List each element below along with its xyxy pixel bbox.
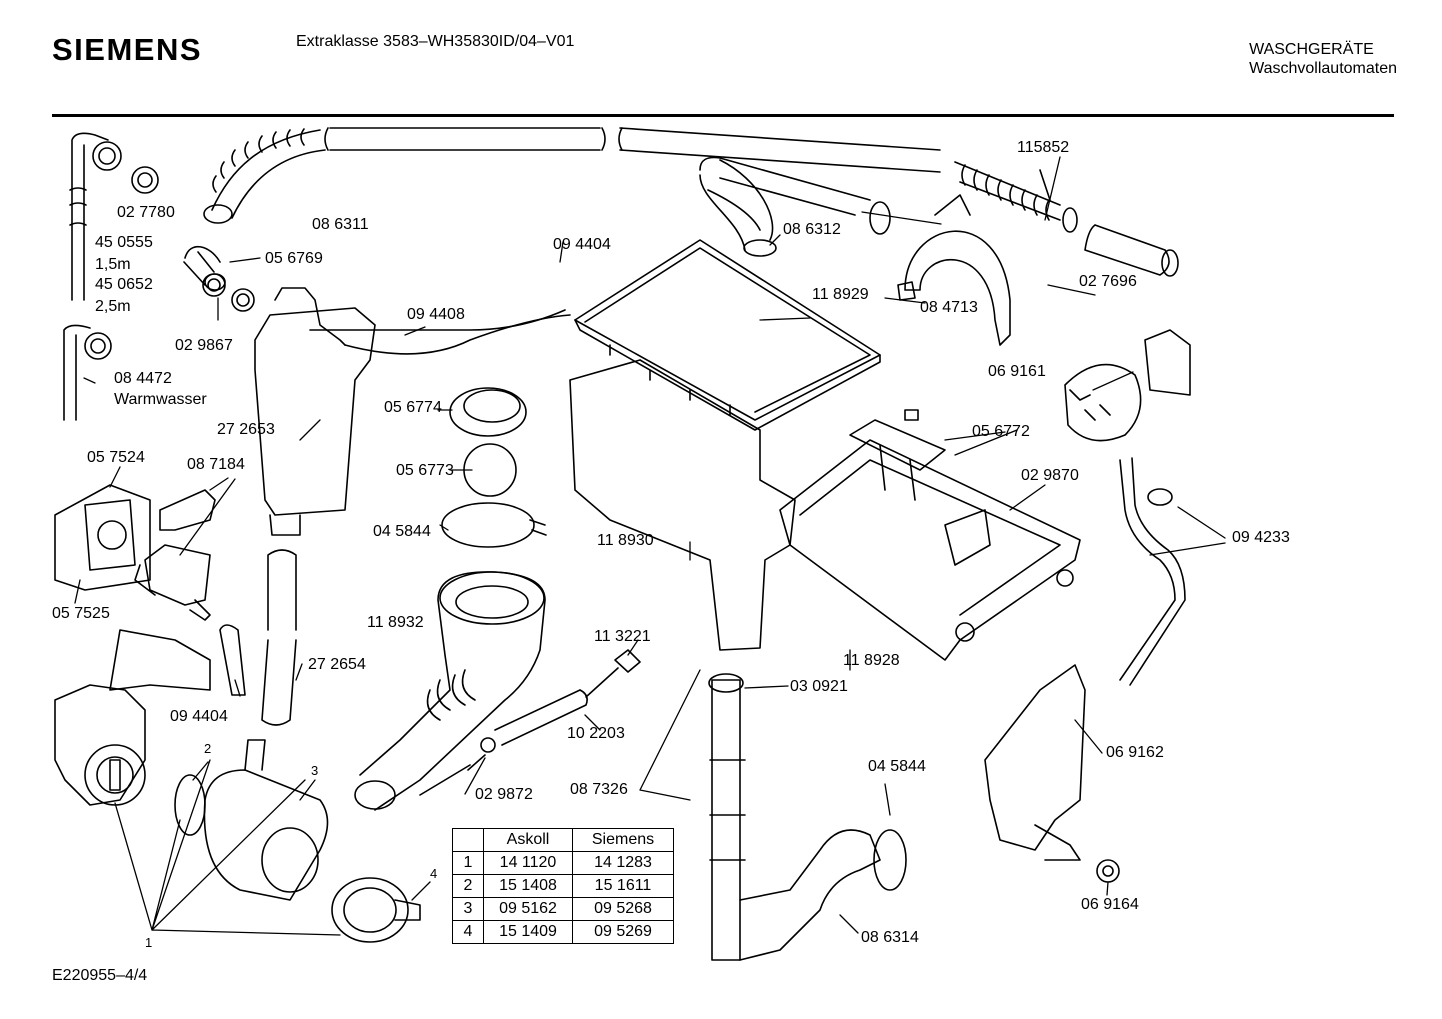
table-row: 1 14 1120 14 1283: [452, 851, 674, 875]
label-118928: 11 8928: [843, 652, 900, 669]
label-084472: 08 4472: [114, 370, 172, 387]
air-trap: [254, 307, 376, 536]
label-094404-top: 09 4404: [553, 236, 611, 253]
inlet-hose-warm: [63, 324, 91, 421]
siemens-part: 09 5269: [572, 920, 674, 944]
label-118929: 11 8929: [812, 286, 869, 303]
label-094408: 09 4408: [407, 306, 465, 323]
label-113221: 11 3221: [594, 628, 651, 645]
askoll-part: 15 1409: [483, 920, 573, 944]
row-index: 1: [452, 851, 484, 875]
label-272653: 27 2653: [217, 421, 275, 438]
label-272654: 27 2654: [308, 656, 366, 673]
vent-hose: [261, 549, 297, 726]
label-094233: 09 4233: [1232, 529, 1290, 546]
parts-table-header: Askoll Siemens: [452, 828, 674, 852]
drawing-id: E220955–4/4: [52, 967, 148, 984]
label-057525: 05 7525: [52, 605, 110, 622]
label-086311: 08 6311: [312, 216, 369, 233]
elbow-hose: [699, 156, 871, 251]
category-heading: WASCHGERÄTE Waschvollautomaten: [1249, 40, 1397, 78]
header-rule: [52, 114, 1394, 117]
inlet-hose: [203, 127, 1078, 233]
category-line-1: WASCHGERÄTE: [1249, 41, 1374, 58]
askoll-part: 15 1408: [483, 874, 573, 898]
row-index: 2: [452, 874, 484, 898]
drain-pump: [54, 684, 146, 806]
label-057524: 05 7524: [87, 449, 145, 466]
label-warmwasser: Warmwasser: [114, 391, 207, 408]
label-094404-bottom: 09 4404: [170, 708, 228, 725]
model-title: Extraklasse 3583–WH35830ID/04–V01: [296, 33, 575, 50]
pump-housing: [203, 769, 329, 901]
header-askoll: Askoll: [483, 828, 573, 852]
row-index: 4: [452, 920, 484, 944]
header-index: [452, 828, 484, 852]
label-045844-lower: 04 5844: [868, 758, 926, 775]
table-row: 3 09 5162 09 5268: [452, 897, 674, 921]
label-056773: 05 6773: [396, 462, 454, 479]
detergent-drawer: [779, 439, 1081, 661]
label-118932: 11 8932: [367, 614, 424, 631]
label-056772: 05 6772: [972, 423, 1030, 440]
label-450555: 45 0555: [95, 234, 153, 251]
label-087326: 08 7326: [570, 781, 628, 798]
siemens-part: 14 1283: [572, 851, 674, 875]
label-length-25: 2,5m: [95, 298, 131, 315]
inlet-hose-cold: [71, 132, 109, 301]
label-069164: 06 9164: [1081, 896, 1139, 913]
label-118930: 11 8930: [597, 532, 654, 549]
cover: [109, 629, 211, 691]
label-length-15: 1,5m: [95, 256, 131, 273]
hose-sleeve: [1084, 224, 1170, 276]
label-045844-upper: 04 5844: [373, 523, 431, 540]
rod: [494, 667, 619, 746]
callout-4: 4: [430, 866, 438, 881]
label-102203: 10 2203: [567, 725, 625, 742]
category-line-2: Waschvollautomaten: [1249, 60, 1397, 77]
askoll-part: 14 1120: [483, 851, 573, 875]
hose-bracket: [904, 194, 1011, 346]
siemens-part: 09 5268: [572, 897, 674, 921]
label-027780: 02 7780: [117, 204, 175, 221]
label-450652: 45 0652: [95, 276, 153, 293]
label-056774: 05 6774: [384, 399, 442, 416]
row-index: 3: [452, 897, 484, 921]
table-row: 2 15 1408 15 1611: [452, 874, 674, 898]
callout-1: 1: [145, 935, 153, 950]
label-029870: 02 9870: [1021, 467, 1079, 484]
label-087184: 08 7184: [187, 456, 245, 473]
brand-logo: SIEMENS: [52, 32, 203, 67]
label-115852: 115852: [1017, 139, 1070, 156]
label-069162: 06 9162: [1106, 744, 1164, 761]
callout-2: 2: [204, 741, 212, 756]
askoll-part: 09 5162: [483, 897, 573, 921]
shield: [984, 664, 1086, 861]
drain-hose: [709, 679, 746, 961]
label-030921: 03 0921: [790, 678, 848, 695]
label-027696: 02 7696: [1079, 273, 1137, 290]
label-086314: 08 6314: [861, 929, 919, 946]
pressure-hose: [1119, 457, 1186, 686]
label-056769: 05 6769: [265, 250, 323, 267]
inlet-valve-bracket: [54, 484, 151, 591]
header-siemens: Siemens: [572, 828, 674, 852]
label-084713: 08 4713: [920, 299, 978, 316]
label-029867: 02 9867: [175, 337, 233, 354]
label-069161: 06 9161: [988, 363, 1046, 380]
detergent-drawer-housing: [569, 359, 796, 651]
siemens-part: 15 1611: [572, 874, 674, 898]
table-row: 4 15 1409 09 5269: [452, 920, 674, 944]
callout-3: 3: [311, 763, 319, 778]
pressure-switch: [1064, 363, 1142, 442]
leader-lines: [74, 156, 1226, 936]
label-086312: 08 6312: [783, 221, 841, 238]
label-029872: 02 9872: [475, 786, 533, 803]
detergent-sump: [359, 571, 546, 811]
parts-table: Askoll Siemens 1 14 1120 14 1283 2 15 14…: [452, 828, 674, 944]
inlet-valve: [134, 544, 211, 606]
